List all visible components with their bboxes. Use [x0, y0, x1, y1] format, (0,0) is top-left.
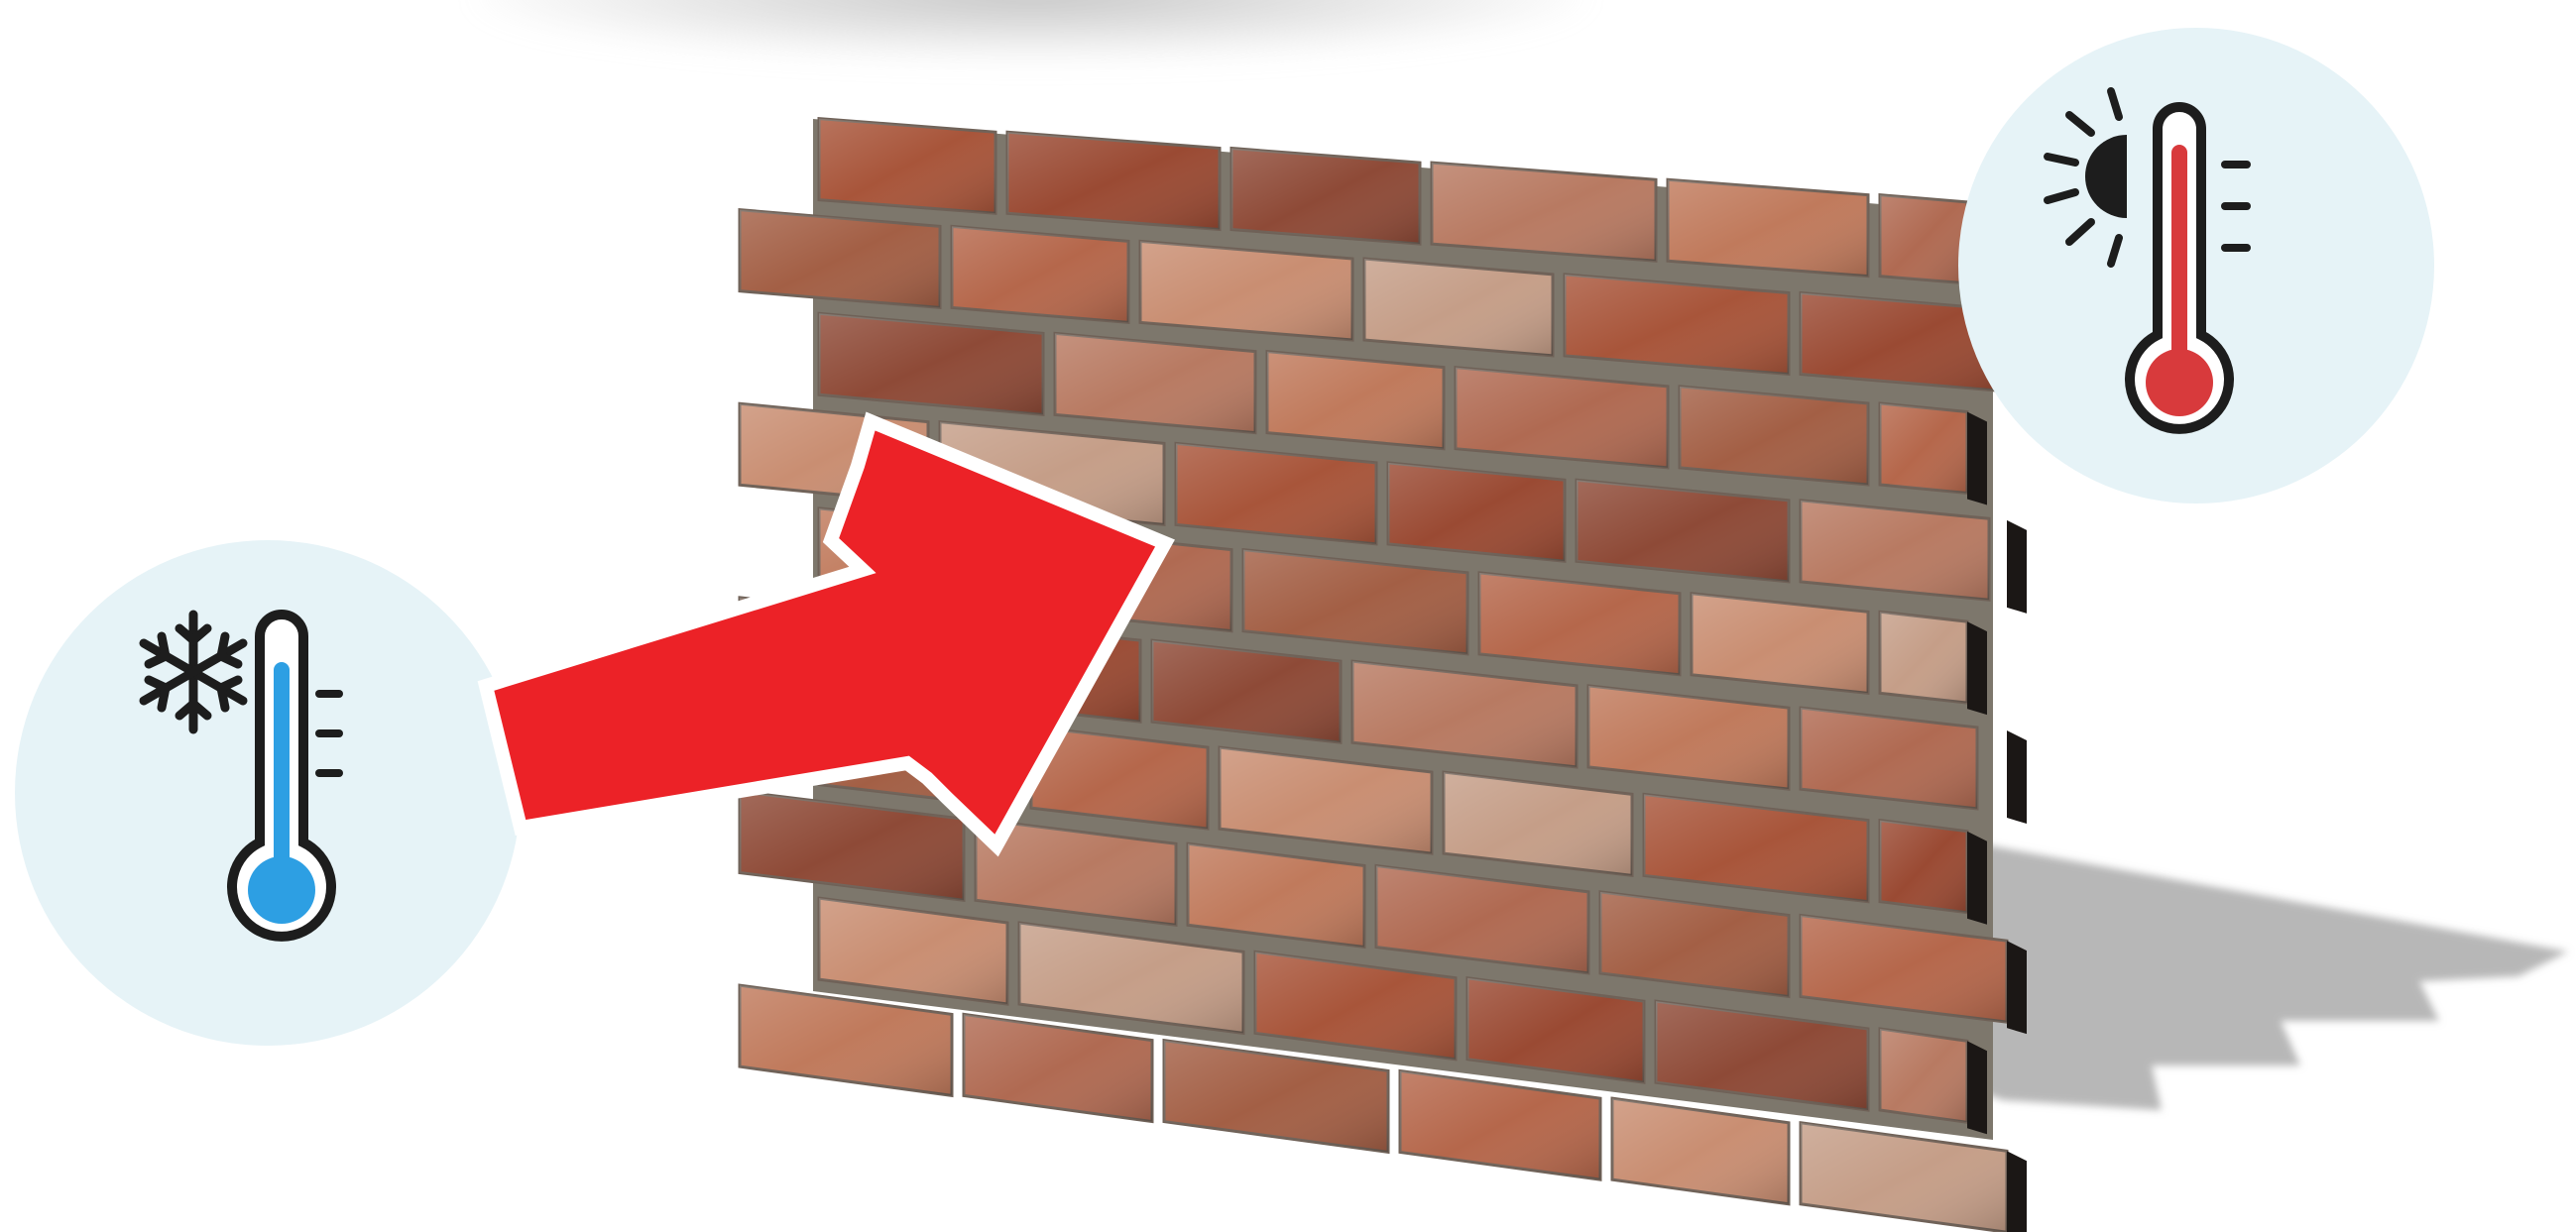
brick-texture: [1880, 195, 1967, 283]
brick-texture: [1880, 403, 1967, 493]
brick-texture: [1388, 463, 1565, 561]
brick-texture: [1612, 1098, 1789, 1204]
brick-texture: [1007, 132, 1220, 229]
brick-texture: [740, 210, 940, 308]
brick-texture: [819, 119, 995, 214]
brick-texture: [1432, 163, 1656, 261]
brick-texture: [1267, 352, 1444, 449]
brick-texture: [1880, 1029, 1967, 1122]
brick-texture: [1400, 1070, 1600, 1179]
brick-texture: [964, 1014, 1152, 1121]
cold-temperature-badge: [15, 540, 521, 1046]
wall-edge: [1967, 621, 1987, 715]
brick-texture: [1801, 1123, 2007, 1232]
brick-texture: [1231, 149, 1420, 245]
wall-edge: [1967, 832, 1987, 925]
brick-texture: [1880, 821, 1967, 913]
warm-temperature-badge: [1958, 28, 2434, 504]
brick-texture: [1364, 259, 1553, 356]
wall-edge: [2007, 520, 2027, 614]
wall-edge: [2007, 730, 2027, 824]
brick-texture: [1680, 387, 1868, 485]
brick-texture: [1880, 612, 1967, 703]
brick-texture: [1668, 179, 1868, 276]
wall-edge: [2007, 941, 2027, 1034]
wall-edge: [1967, 411, 1987, 504]
brick-texture: [952, 226, 1128, 322]
wall-edge: [1967, 1041, 1987, 1134]
wall-edge: [2007, 1151, 2027, 1232]
